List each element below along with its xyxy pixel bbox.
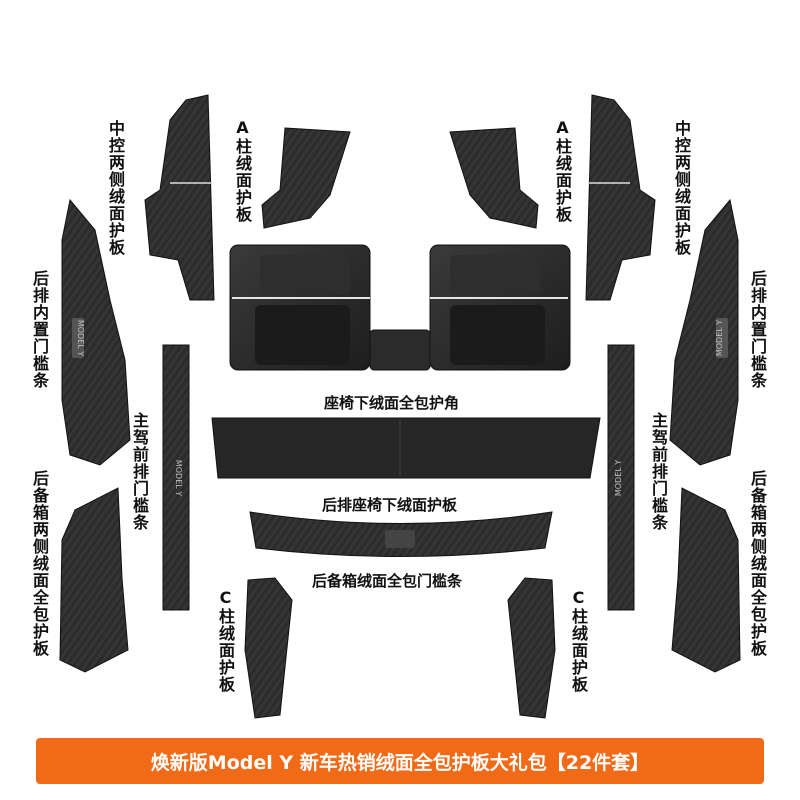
left-center-console-panel bbox=[144, 94, 215, 301]
label-right-center-console: 中控两侧绒面护板 bbox=[672, 120, 691, 256]
label-right-rear-sill: 后排内置门槛条 bbox=[748, 270, 767, 389]
label-left-trunk-sides: 后备箱两侧绒面全包护板 bbox=[30, 470, 49, 657]
left-a-pillar-panel bbox=[261, 127, 351, 229]
right-c-pillar-panel bbox=[507, 577, 556, 719]
label-right-trunk-sides: 后备箱两侧绒面全包护板 bbox=[748, 470, 767, 657]
left-rear-inner-sill bbox=[61, 198, 131, 466]
label-left-driver-sill: 主驾前排门槛条 bbox=[130, 412, 149, 531]
model-y-engraving-3: MODEL Y bbox=[174, 460, 183, 496]
model-y-engraving-1: MODEL Y bbox=[76, 320, 85, 356]
model-y-engraving-4: MODEL Y bbox=[614, 460, 623, 496]
left-driver-sill bbox=[162, 344, 190, 611]
right-a-pillar-panel bbox=[449, 127, 539, 229]
label-left-a-pillar: A柱绒面护板 bbox=[233, 118, 252, 223]
label-left-c-pillar: C柱绒面护板 bbox=[216, 588, 235, 693]
label-rear-seat-under: 后排座椅下绒面护板 bbox=[322, 496, 458, 514]
banner-text: 焕新版Model Y 新车热销绒面全包护板大礼包【22件套】 bbox=[150, 751, 650, 774]
right-driver-sill bbox=[607, 344, 635, 611]
label-seat-corner: 座椅下绒面全包护角 bbox=[324, 394, 460, 412]
seat-corner-right bbox=[429, 244, 571, 371]
label-left-center-console: 中控两侧绒面护板 bbox=[106, 120, 125, 256]
right-rear-inner-sill bbox=[669, 198, 739, 466]
label-trunk-sill: 后备箱绒面全包门槛条 bbox=[312, 572, 463, 590]
label-right-a-pillar: A柱绒面护板 bbox=[553, 118, 572, 223]
promo-banner: 焕新版Model Y 新车热销绒面全包护板大礼包【22件套】 bbox=[36, 738, 764, 784]
left-c-pillar-panel bbox=[244, 577, 293, 719]
seat-corner-center bbox=[369, 329, 431, 371]
seat-corner-left bbox=[229, 244, 371, 371]
label-right-c-pillar: C柱绒面护板 bbox=[569, 588, 588, 693]
left-trunk-side-panel bbox=[59, 487, 129, 673]
label-right-driver-sill: 主驾前排门槛条 bbox=[649, 412, 668, 531]
label-left-rear-sill: 后排内置门槛条 bbox=[30, 270, 49, 389]
right-center-console-panel bbox=[585, 94, 656, 301]
right-trunk-side-panel bbox=[671, 487, 741, 673]
model-y-engraving-2: MODEL Y bbox=[715, 320, 724, 356]
rear-seat-under-panel bbox=[211, 417, 601, 479]
